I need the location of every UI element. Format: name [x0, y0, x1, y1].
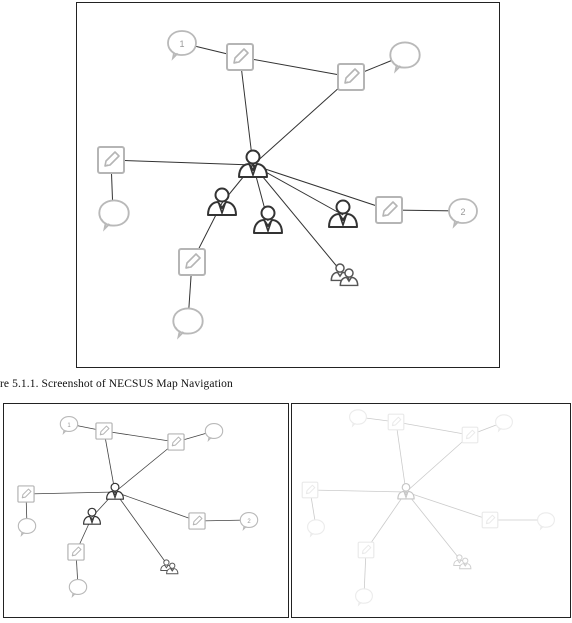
map-panel-small-left: 1 2 — [3, 403, 289, 618]
comment-bubble-top-right[interactable] — [389, 41, 421, 72]
document-node-right[interactable] — [375, 196, 403, 224]
document-node-left[interactable] — [97, 146, 125, 174]
comment-bubble-1[interactable]: 1 — [167, 30, 197, 59]
map-canvas-small-right — [301, 409, 555, 606]
svg-text:1: 1 — [67, 423, 71, 429]
map-canvas: 1 2 — [97, 30, 478, 338]
person-node-right[interactable] — [328, 199, 358, 228]
person-node-left[interactable] — [207, 187, 237, 216]
small-left-bubble-2: 2 — [239, 512, 259, 530]
group-node[interactable] — [330, 262, 359, 287]
svg-text:2: 2 — [247, 519, 251, 525]
comment-bubble-bottom[interactable] — [172, 307, 204, 338]
figure-caption: re 5.1.1. Screenshot of NECSUS Map Navig… — [0, 378, 233, 390]
person-node-center[interactable] — [238, 149, 268, 178]
comment-badge-2: 2 — [460, 207, 465, 217]
small-left-bubble-1: 1 — [59, 416, 79, 434]
comment-bubble-left[interactable] — [98, 199, 130, 230]
comment-bubble-2[interactable]: 2 — [448, 198, 478, 227]
document-node-top-right[interactable] — [337, 63, 365, 91]
document-node-bottom[interactable] — [178, 248, 206, 276]
document-node-top[interactable] — [226, 43, 254, 71]
map-canvas-small-left: 1 2 — [17, 416, 259, 597]
person-node-middle[interactable] — [253, 205, 283, 234]
map-panel-small-right — [291, 403, 571, 618]
map-edges — [110, 42, 463, 322]
comment-badge-1: 1 — [179, 39, 184, 49]
map-panel-main: 1 2 — [76, 2, 500, 368]
